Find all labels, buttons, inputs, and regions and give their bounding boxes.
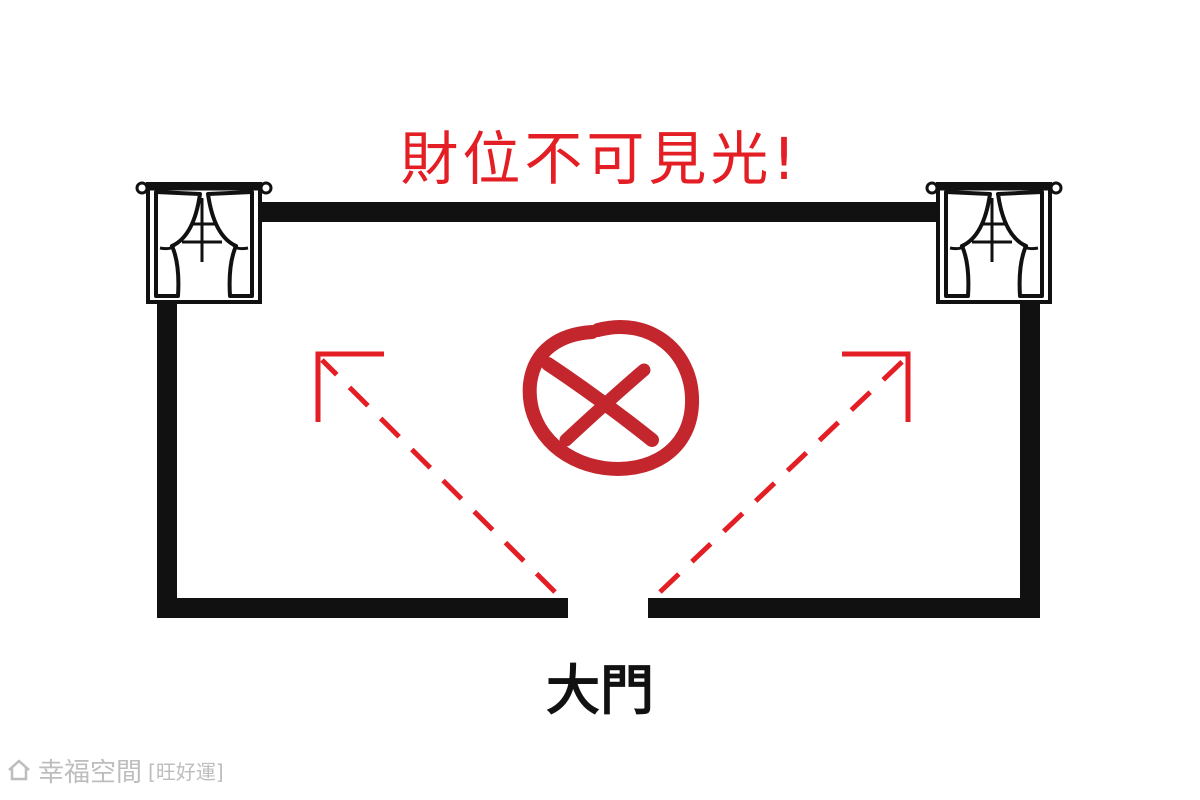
diagram-title: 財位不可見光! (400, 125, 800, 193)
dashed-arrow-icon (315, 351, 557, 594)
watermark: 幸福空間 [旺好運] (6, 752, 224, 788)
house-icon (8, 759, 30, 781)
dashed-arrow-icon (658, 351, 911, 594)
watermark-tag: [旺好運] (148, 759, 224, 784)
window-curtain-icon (137, 183, 271, 302)
window-curtain-icon (927, 183, 1061, 302)
door-label: 大門 (546, 659, 654, 722)
cross-mark-icon (522, 319, 700, 476)
room-walls (157, 202, 1040, 618)
watermark-brand: 幸福空間 (38, 757, 143, 788)
